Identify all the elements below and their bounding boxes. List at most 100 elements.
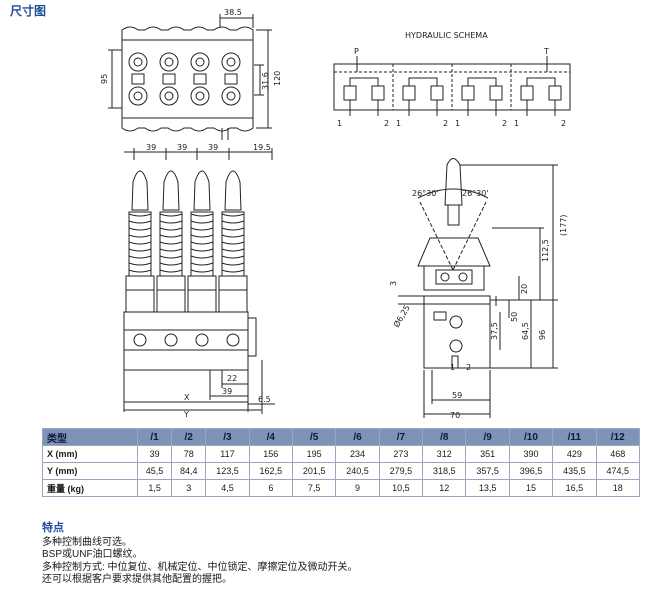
lever-boot: [159, 213, 183, 273]
table-cell: 15: [508, 479, 554, 497]
dim-top-inner: 31.6: [261, 72, 270, 90]
table-header-cell: /1: [136, 428, 173, 446]
port-plug: [224, 73, 238, 85]
schema-line: [526, 77, 556, 86]
feature-line-3: 多种控制方式: 中位复位、机械定位、中位锁定、摩擦定位及微动开关。: [42, 561, 358, 573]
lever-handle: [224, 170, 242, 211]
table-cell: 4,5: [205, 479, 250, 497]
front-view: [123, 148, 275, 414]
table-cell: 9: [335, 479, 380, 497]
page-title: 尺寸图: [10, 4, 47, 18]
schema-port-t: T: [543, 47, 549, 56]
schema-valve: [548, 85, 562, 101]
table-cell: 18: [595, 479, 641, 497]
feature-line-4: 还可以根据客户要求提供其他配置的握把。: [42, 574, 232, 585]
lever-boot: [190, 213, 214, 273]
port-circle: [190, 86, 210, 106]
dim-side-645: 64,5: [521, 322, 530, 340]
dim-side-angle-left: 26°30': [412, 189, 439, 198]
table-cell: 318,5: [422, 462, 467, 480]
table-cell: 357,5: [465, 462, 510, 480]
table-cell: 78: [171, 445, 207, 463]
table-cell: 3: [171, 479, 207, 497]
lever-boot: [221, 213, 245, 273]
port-inner: [195, 57, 205, 67]
port-inner: [195, 91, 205, 101]
table-header-cell: /12: [595, 428, 641, 446]
dim-top-width: 38.5: [224, 8, 242, 17]
table-header-cell: /5: [291, 428, 337, 446]
features-section: 特点 多种控制曲线可选。 BSP或UNF油口螺纹。 多种控制方式: 中位复位、机…: [42, 522, 358, 587]
table-cell: 162,5: [248, 462, 294, 480]
top-view: [108, 14, 272, 140]
schema-port-1: 1: [514, 119, 519, 128]
port-plug: [193, 73, 207, 85]
table-cell: 123,5: [205, 462, 250, 480]
table-cell: 390: [508, 445, 554, 463]
dimension-drawing: 38.5 95 120 31.6 HYDRAULIC SCHEMA P T 12…: [100, 8, 571, 420]
feature-line-2: BSP或UNF油口螺纹。: [42, 549, 143, 560]
dim-side-70: 70: [450, 411, 460, 420]
side-port-1: 1: [450, 363, 455, 372]
table-header-cell: /6: [335, 428, 380, 446]
side-view: [398, 158, 558, 418]
port-inner: [164, 91, 174, 101]
schema-valve: [489, 85, 503, 101]
schema-port-2: 2: [561, 119, 566, 128]
table-cell: 201,5: [291, 462, 337, 480]
table-cell: 117: [205, 445, 250, 463]
dim-side-angle-right: 26°30': [462, 189, 489, 198]
table-cell: 12: [422, 479, 467, 497]
dim-front-y: Y: [183, 410, 189, 419]
table-header-row: 类型/1/2/3/4/5/6/7/8/9/10/11/12: [42, 428, 641, 446]
front-port: [164, 333, 178, 347]
lever-boot: [128, 213, 152, 273]
dim-side-dia: Ø6,25: [391, 303, 412, 329]
lever-handle: [131, 170, 149, 211]
schema-valve: [371, 85, 385, 101]
port-circle: [221, 52, 241, 72]
table-cell: 13,5: [465, 479, 510, 497]
lever-head: [125, 275, 155, 313]
table-cell: 84,4: [171, 462, 207, 480]
schema-line: [349, 77, 379, 86]
table-cell: 16,5: [552, 479, 597, 497]
schema-label: HYDRAULIC SCHEMA: [405, 31, 488, 40]
port-circle: [128, 86, 148, 106]
hydraulic-schema: [333, 56, 571, 116]
feature-line-1: 多种控制曲线可选。: [42, 536, 132, 548]
port-inner: [133, 91, 143, 101]
table-cell: 396,5: [508, 462, 554, 480]
lever-handle: [193, 170, 211, 211]
schema-valve: [520, 85, 534, 101]
port-circle: [190, 52, 210, 72]
port-plug: [162, 73, 176, 85]
table-header-cell: /7: [378, 428, 424, 446]
port-plug: [131, 73, 145, 85]
table-cell: 474,5: [595, 462, 641, 480]
dim-front-x: X: [184, 393, 190, 402]
table-cell: 6: [248, 479, 294, 497]
dim-top-height-right: 120: [273, 71, 282, 86]
table-row-label: Y (mm): [42, 462, 138, 480]
lever-head: [156, 275, 186, 313]
schema-port-2: 2: [443, 119, 448, 128]
table-cell: 234: [335, 445, 380, 463]
table-header-cell: /4: [248, 428, 294, 446]
front-port: [195, 333, 209, 347]
lever-head: [218, 275, 248, 313]
lever-handle: [162, 170, 180, 211]
table-cell: 240,5: [335, 462, 380, 480]
schema-port-2: 2: [384, 119, 389, 128]
table-cell: 156: [248, 445, 294, 463]
schema-valve: [343, 85, 357, 101]
table-cell: 468: [595, 445, 641, 463]
dim-front-39: 39: [222, 387, 232, 396]
schema-line: [408, 77, 438, 86]
table-cell: 429: [552, 445, 597, 463]
lever-head: [187, 275, 217, 313]
schema-port-1: 1: [337, 119, 342, 128]
dim-front-22: 22: [227, 374, 237, 383]
